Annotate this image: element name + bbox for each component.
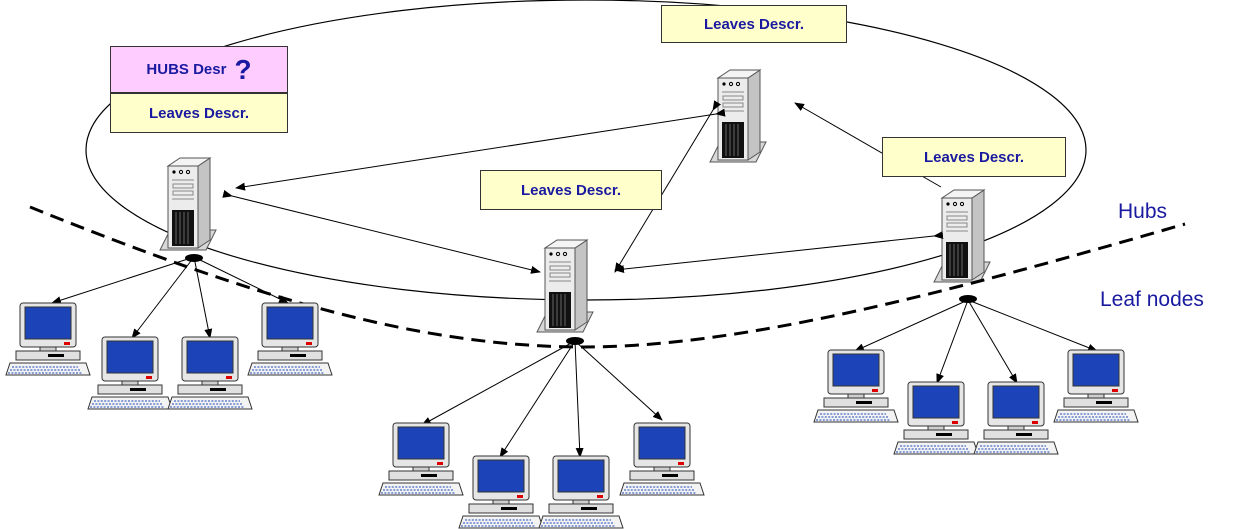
leaf-computer: [167, 336, 253, 410]
leaf-computer: [893, 381, 979, 455]
hubs-side-label: Hubs: [1118, 200, 1168, 223]
hub-server-right: [933, 189, 991, 283]
leaves-description-text: Leaves Descr.: [520, 181, 622, 199]
leaves-description-text: Leaves Descr.: [148, 104, 250, 122]
question-mark: ?: [234, 53, 252, 85]
leaf-computer: [378, 422, 464, 496]
leaf-computer: [458, 455, 544, 529]
hub-server-left: [159, 157, 217, 251]
hubs-description-text: HUBS Desr: [146, 61, 227, 78]
leaves-description-label-center: Leaves Descr.: [480, 170, 662, 210]
hub-server-top: [709, 69, 767, 163]
connection-points: [185, 254, 977, 345]
leaves-description-label-top: Leaves Descr.: [661, 5, 847, 43]
leaf-nodes-side-label: Leaf nodes: [1100, 288, 1204, 311]
hubs-description-label: HUBS Desr ?: [110, 46, 288, 93]
leaves-description-text: Leaves Descr.: [703, 15, 805, 33]
leaves-description-label-right: Leaves Descr.: [882, 137, 1066, 177]
leaf-computer: [247, 302, 333, 376]
leaf-computer: [1053, 349, 1139, 423]
hub-server-center: [536, 239, 594, 333]
leaf-computer: [813, 349, 899, 423]
leaf-computer: [538, 455, 624, 529]
leaves-description-label-left: Leaves Descr.: [110, 93, 288, 133]
hub-leaf-boundary: [29, 205, 1186, 349]
leaf-computer: [5, 302, 91, 376]
leaf-links: [51, 256, 1098, 458]
leaf-computer: [973, 381, 1059, 455]
leaf-computer: [619, 422, 705, 496]
leaves-description-text: Leaves Descr.: [923, 148, 1025, 166]
leaf-computer: [87, 336, 173, 410]
